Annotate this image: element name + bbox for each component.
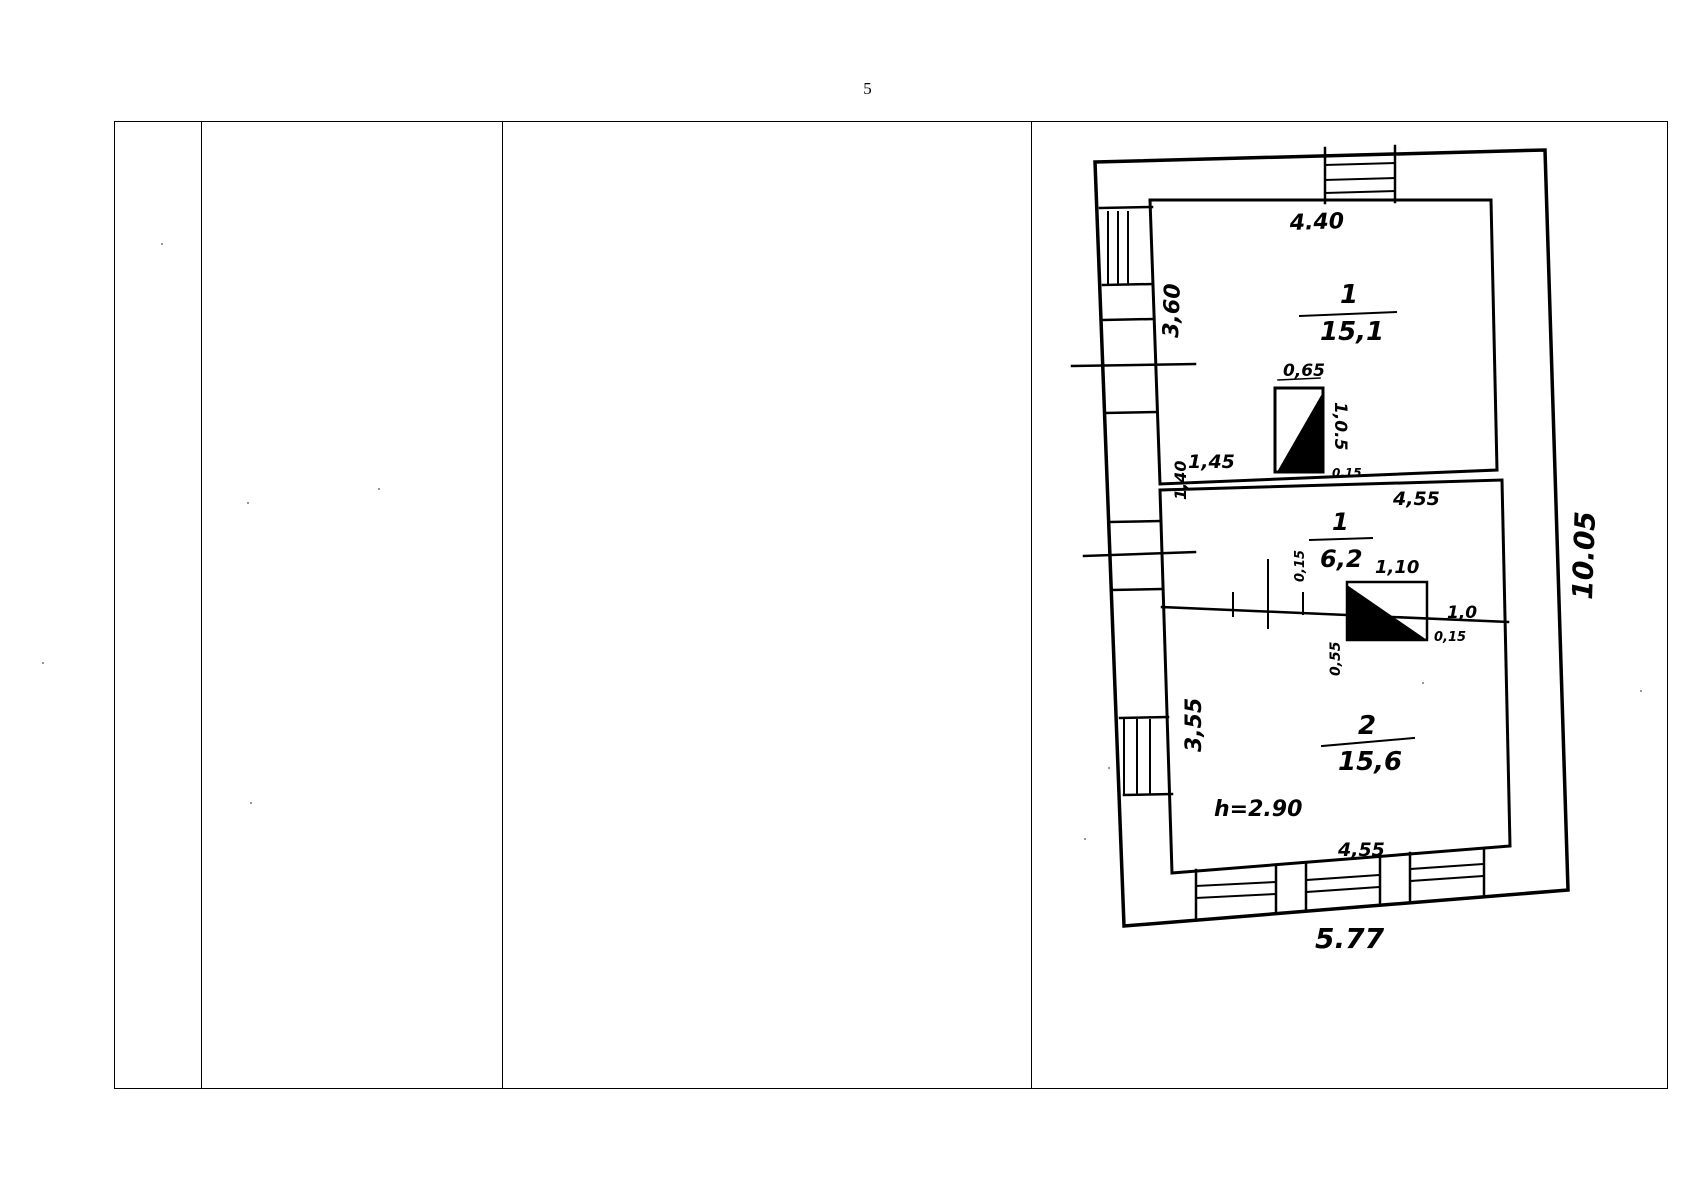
stove-top-room [1273, 386, 1325, 474]
column-divider-1 [201, 122, 202, 1088]
entry-marker-middle [1082, 550, 1197, 558]
room-bottom-number: 2 [1358, 711, 1376, 741]
scan-speck [1422, 682, 1424, 684]
label-outer-height: 10.05 [1566, 511, 1602, 601]
room-top-area: 15,1 [1320, 317, 1384, 347]
window-bottom [1194, 846, 1486, 920]
label-top-wall-length: 4.40 [1288, 209, 1344, 236]
window-left-middle [1108, 519, 1164, 592]
scan-speck [250, 802, 252, 804]
stove-middle-room [1345, 580, 1429, 642]
label-left-wall-middle-room: 1,40 [1171, 461, 1190, 500]
label-stove-top-gap: 0.15 [1332, 466, 1362, 480]
room-bottom-area: 15,6 [1338, 747, 1402, 777]
room-bottom-outline [1158, 478, 1512, 875]
label-stove-mid-width: 1,10 [1375, 557, 1419, 578]
label-stove-mid-right-gap: 0,15 [1434, 630, 1466, 645]
label-left-wall-top-room: 3,60 [1159, 283, 1186, 338]
label-stove-mid-side-top: 0,15 [1293, 550, 1308, 582]
column-divider-2 [502, 122, 503, 1088]
page-number: 5 [863, 79, 872, 98]
outer-wall-outline [1093, 148, 1570, 928]
label-bottom-inner-length: 4,55 [1337, 839, 1385, 861]
label-middle-wall-length: 4,55 [1392, 488, 1440, 510]
column-divider-3 [1031, 122, 1032, 1088]
document-table [114, 121, 1668, 1089]
room-middle-number: 1 [1332, 508, 1349, 536]
scan-speck [1108, 767, 1110, 769]
window-left-bottom [1118, 715, 1174, 797]
room-top-outline [1148, 198, 1499, 486]
scan-speck [247, 502, 249, 504]
label-left-wall-bottom-room: 3,55 [1182, 698, 1207, 752]
window-top [1323, 144, 1397, 205]
label-stove-top-depth: 1,0.5 [1330, 402, 1350, 450]
label-stove-top-offset: 1,45 [1188, 451, 1235, 473]
label-outer-width: 5.77 [1315, 922, 1385, 955]
label-stove-mid-side-bottom: 0,55 [1328, 641, 1344, 676]
scan-speck [42, 662, 44, 664]
label-stove-top-width: 0,65 [1283, 361, 1325, 381]
scan-speck [378, 488, 380, 490]
window-left-top [1098, 205, 1158, 415]
room-middle-area: 6,2 [1320, 545, 1363, 573]
scan-speck [161, 243, 163, 245]
label-ceiling-height: h=2.90 [1214, 797, 1302, 822]
scan-speck [1084, 838, 1086, 840]
label-stove-mid-right-len: 1,0 [1447, 603, 1477, 623]
entry-marker-top [1070, 362, 1197, 368]
room-top-number: 1 [1340, 280, 1358, 310]
partition-wall [1160, 605, 1510, 624]
scan-speck [1640, 690, 1642, 692]
